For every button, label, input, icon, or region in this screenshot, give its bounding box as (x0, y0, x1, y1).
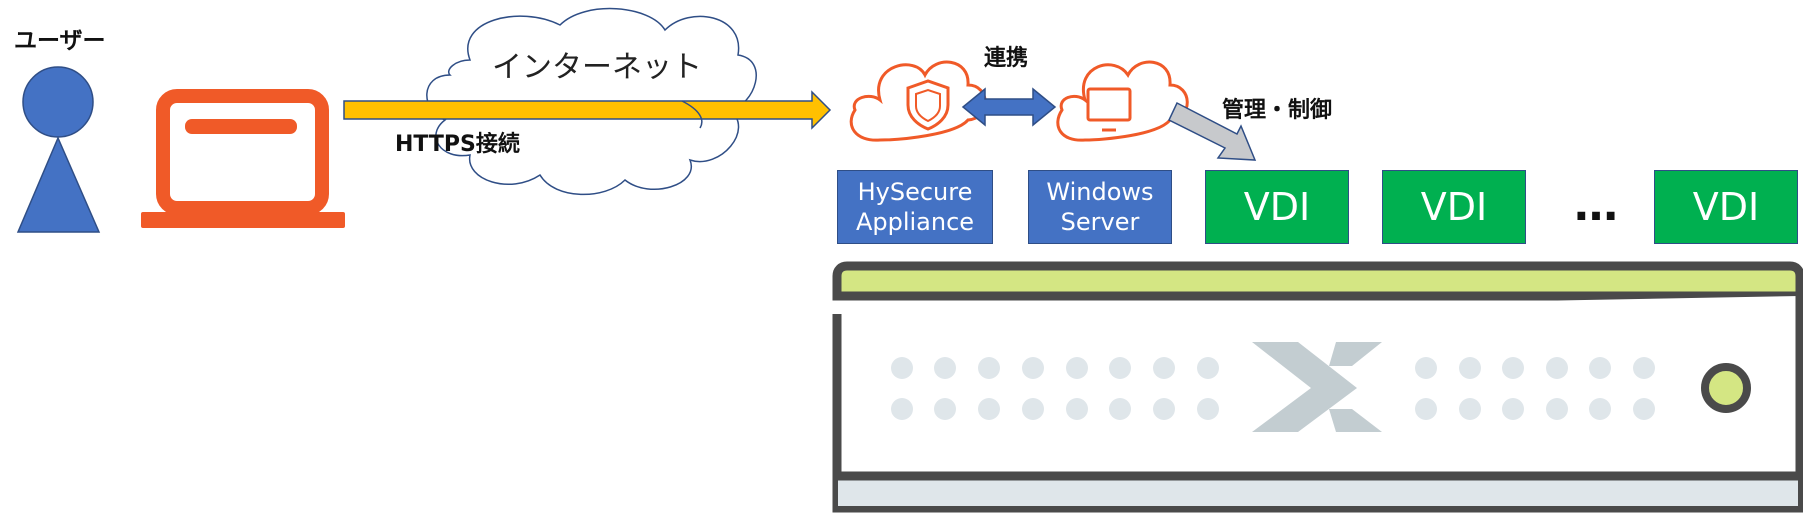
user-body (16, 136, 101, 233)
server-appliance (832, 261, 1803, 513)
windows-cloud-outline (1056, 60, 1189, 142)
windows-server-box: Windows Server (1028, 170, 1172, 244)
shield-inner-icon (915, 88, 941, 123)
vdi-box-3: VDI (1654, 170, 1798, 244)
user-icon (16, 66, 101, 233)
link-label: 連携 (984, 46, 1029, 71)
hysecure-line1: HySecure (857, 178, 973, 206)
hysecure-cloud-icon (849, 60, 987, 142)
user-head (22, 66, 94, 138)
nutanix-logo-icon (1252, 342, 1382, 432)
windows-cloud-icon (1056, 60, 1189, 142)
hysecure-box: HySecure Appliance (837, 170, 993, 244)
ellipsis-label: … (1574, 180, 1620, 231)
vdi-label-2: VDI (1420, 185, 1488, 229)
server-top-bar (832, 261, 1803, 301)
cloud-overlap-arc (681, 100, 703, 129)
link-double-arrow (961, 87, 1057, 127)
power-button-icon (1701, 363, 1751, 413)
laptop-screen-bar (185, 119, 297, 134)
laptop-base (141, 212, 345, 228)
vdi-box-1: VDI (1205, 170, 1349, 244)
https-arrow (343, 90, 832, 130)
manage-label: 管理・制御 (1222, 98, 1333, 123)
windows-line2: Server (1060, 208, 1140, 236)
windows-line1: Windows (1046, 178, 1154, 206)
internet-label: インターネット (492, 50, 702, 85)
laptop-screen (156, 89, 329, 215)
vdi-box-2: VDI (1382, 170, 1526, 244)
server-dots-left (891, 357, 1219, 420)
https-label: HTTPS接続 (395, 132, 520, 157)
user-label: ユーザー (14, 28, 106, 54)
server-bottom-panel (838, 478, 1798, 506)
hysecure-cloud-outline (849, 60, 987, 142)
monitor-icon (1086, 87, 1132, 122)
hysecure-line2: Appliance (855, 208, 975, 236)
laptop-icon (141, 89, 345, 228)
server-dots-right (1415, 357, 1655, 420)
shield-icon (906, 79, 950, 131)
manage-arrow (1168, 101, 1257, 161)
vdi-label-1: VDI (1243, 185, 1311, 229)
vdi-label-3: VDI (1692, 185, 1760, 229)
